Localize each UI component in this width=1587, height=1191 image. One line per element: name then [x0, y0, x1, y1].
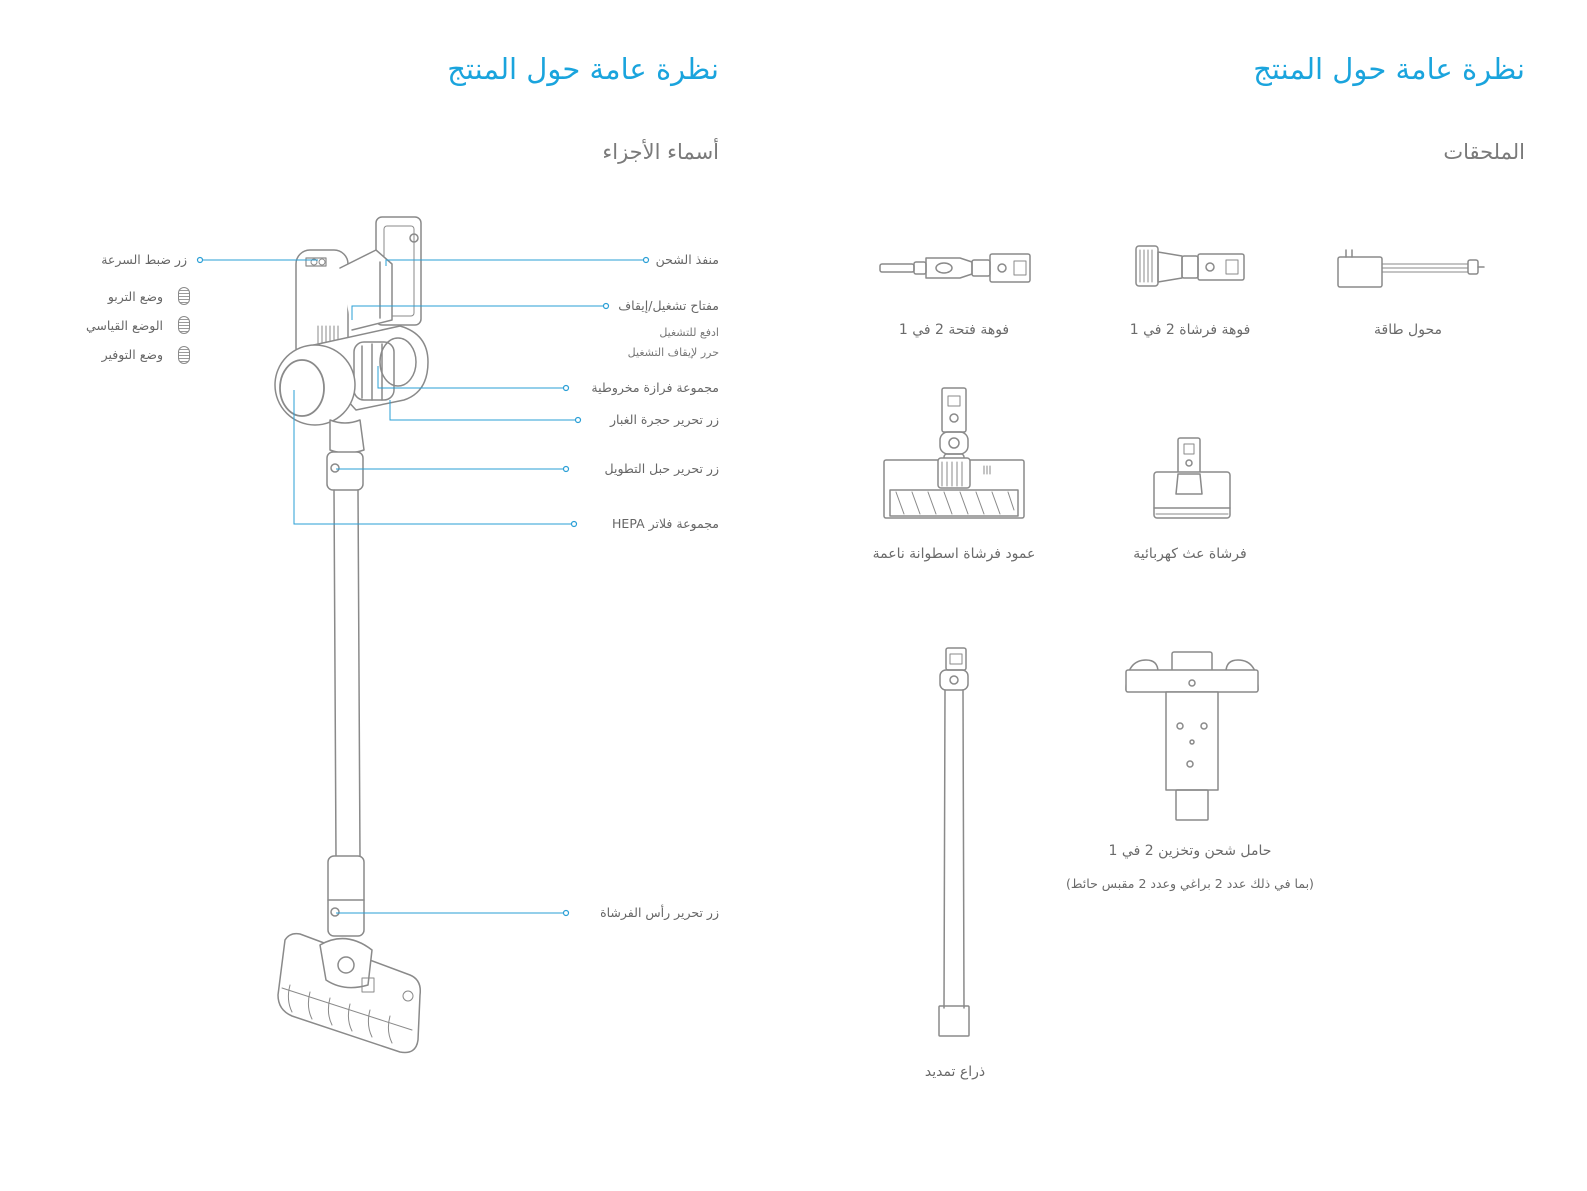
- label-holder-note: (بما في ذلك عدد 2 براغي وعدد 2 مقبس حائط…: [1066, 876, 1314, 891]
- label-crevice-nozzle: فوهة فتحة 2 في 1: [898, 322, 1010, 338]
- label-holder: حامل شحن وتخزين 2 في 1: [1108, 843, 1272, 859]
- label-cyclone: مجموعة فرازة مخروطية: [591, 380, 719, 395]
- label-dust-release: زر تحرير حجرة الغبار: [610, 412, 719, 427]
- label-power-release: حرر لإيقاف التشغيل: [627, 346, 719, 359]
- label-mite-brush: فرشاة عث كهربائية: [1133, 546, 1247, 562]
- label-power-adapter: محول طاقة: [1374, 322, 1442, 338]
- right-page-subtitle: الملحقات: [1443, 140, 1525, 164]
- eco-mode-icon: [178, 346, 190, 364]
- label-charging-port: منفذ الشحن: [655, 252, 719, 267]
- label-extension-arm: ذراع تمديد: [924, 1064, 986, 1080]
- label-power-push: ادفع للتشغيل: [659, 326, 719, 339]
- mite-brush-drawing: [1153, 437, 1231, 519]
- standard-mode-icon: [178, 316, 190, 334]
- turbo-mode-icon: [178, 287, 190, 305]
- crevice-nozzle-drawing: [879, 253, 1031, 283]
- vacuum-drawing: [274, 216, 429, 1054]
- label-turbo: وضع التربو: [107, 289, 163, 304]
- label-speed-button: زر ضبط السرعة: [101, 252, 187, 267]
- power-adapter-drawing: [1337, 249, 1485, 288]
- extension-arm-drawing: [938, 647, 970, 1037]
- left-page-title: نظرة عامة حول المنتج: [447, 52, 719, 86]
- label-brush-nozzle: فوهة فرشاة 2 في 1: [1129, 322, 1251, 338]
- label-eco: وضع التوفير: [101, 347, 163, 362]
- label-power-switch: مفتاح تشغيل/إيقاف: [618, 298, 719, 313]
- holder-drawing: [1125, 651, 1259, 821]
- label-extension-release: زر تحرير حبل التطويل: [604, 461, 720, 476]
- roller-brush-drawing: [883, 387, 1025, 519]
- left-page-subtitle: أسماء الأجزاء: [602, 140, 719, 164]
- label-hepa: مجموعة فلاتر HEPA: [612, 516, 719, 531]
- label-brush-release: زر تحرير رأس الفرشاة: [600, 905, 719, 920]
- label-standard: الوضع القياسي: [85, 318, 163, 333]
- label-roller-brush: عمود فرشاة اسطوانة ناعمة: [872, 546, 1036, 562]
- right-page-title: نظرة عامة حول المنتج: [1253, 52, 1525, 86]
- brush-nozzle-drawing: [1135, 245, 1245, 287]
